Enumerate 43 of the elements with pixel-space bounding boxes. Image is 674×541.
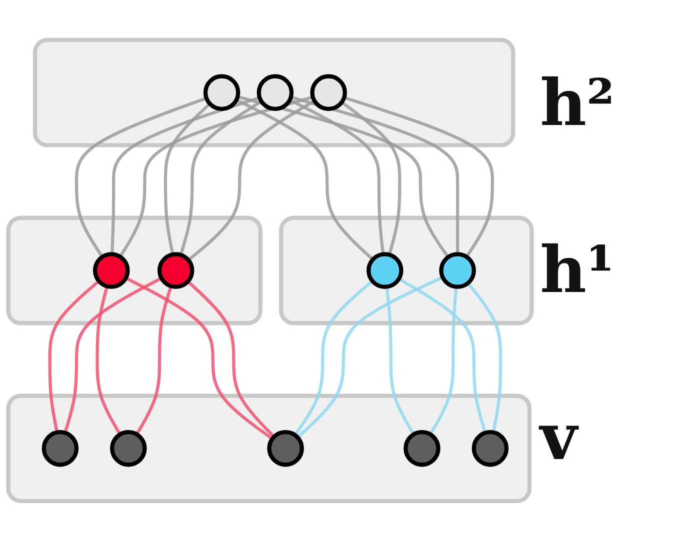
node-circle (256, 74, 294, 111)
connector (340, 101, 402, 256)
connector (135, 286, 172, 436)
connector (385, 286, 416, 436)
node-circle (472, 430, 509, 467)
connector (428, 286, 458, 436)
connector (290, 96, 460, 254)
layer-label: h¹ (540, 233, 615, 308)
connector (187, 100, 316, 262)
node-circle (42, 430, 79, 467)
connector (179, 100, 262, 256)
connector (344, 96, 494, 258)
connector (398, 277, 487, 434)
layer-label: v (540, 400, 578, 475)
node-circle (366, 252, 404, 289)
node-circle (310, 74, 347, 111)
connector (96, 286, 122, 436)
connector (289, 98, 385, 254)
connector (296, 276, 444, 439)
cluster (279, 216, 534, 326)
cluster (6, 216, 262, 326)
connector (164, 102, 211, 255)
cluster (6, 394, 532, 504)
connector (118, 96, 314, 258)
node-circle (92, 252, 130, 289)
connector (236, 98, 374, 261)
connector (48, 280, 100, 433)
connector (466, 282, 502, 433)
node-circle (439, 252, 476, 289)
connector (64, 276, 162, 434)
connector (186, 280, 276, 438)
connector (294, 280, 374, 436)
layer-label: h² (540, 66, 615, 141)
node-circle (267, 430, 304, 467)
connector (74, 96, 207, 258)
cluster (32, 38, 516, 148)
connector (237, 95, 450, 258)
connector (110, 96, 260, 254)
connector (125, 276, 274, 440)
node-circle (404, 430, 440, 467)
node-circle (157, 252, 194, 289)
node-circle (110, 430, 147, 467)
node-circle (203, 74, 240, 111)
